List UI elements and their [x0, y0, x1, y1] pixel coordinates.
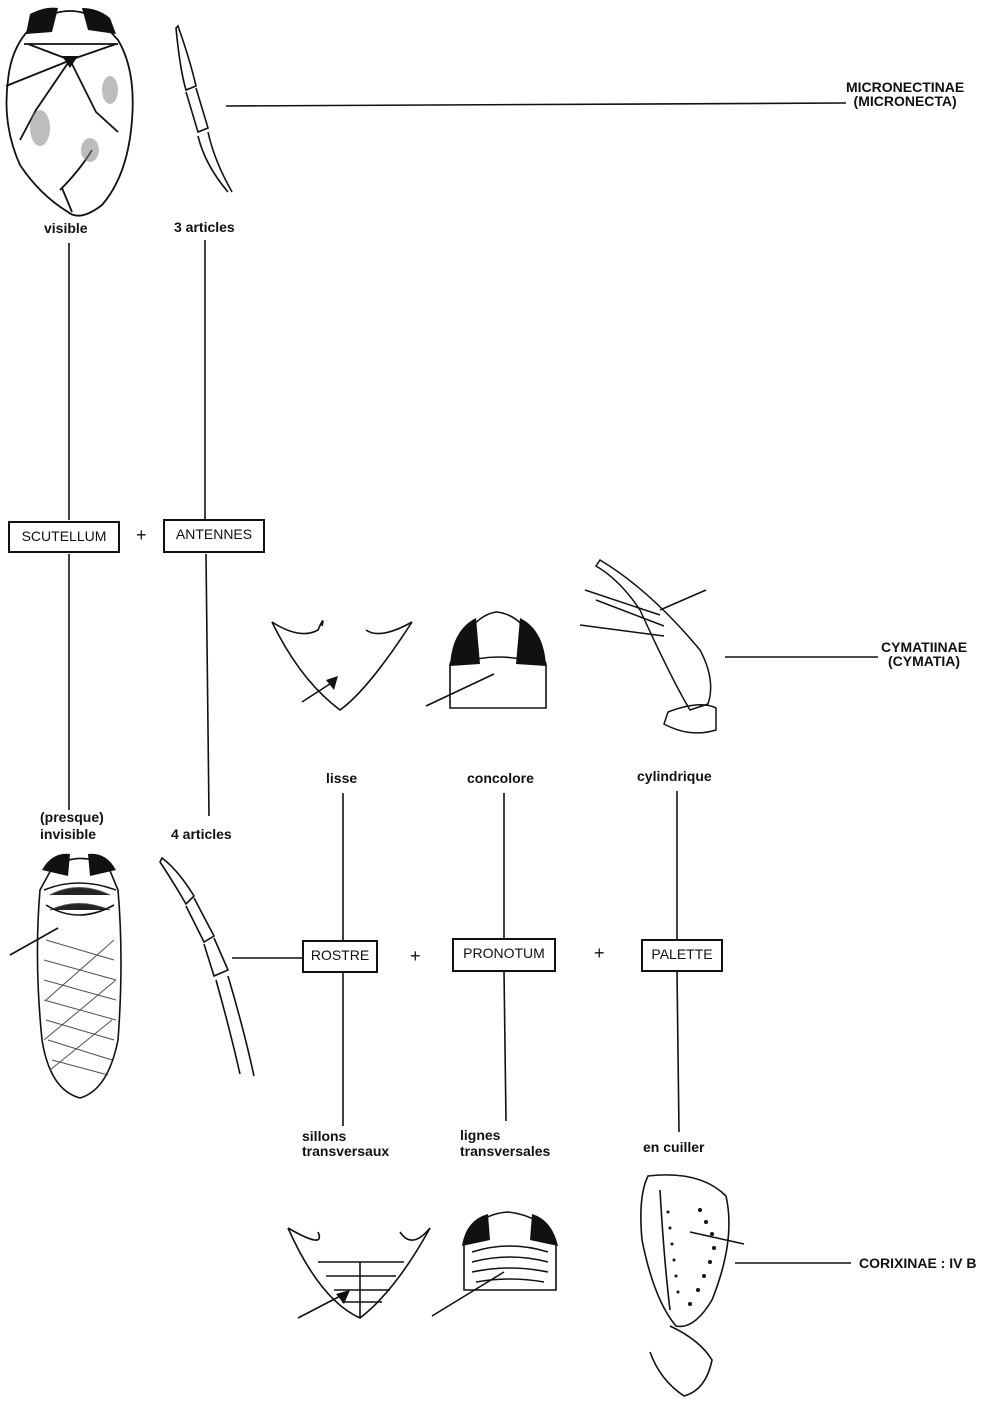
label-invisible: invisible — [40, 826, 96, 842]
antenna-3-articles-drawing — [176, 26, 232, 192]
connector-palette-to-encuiller — [677, 971, 679, 1132]
rostre-sillons-drawing — [288, 1228, 430, 1318]
result-corixinae: CORIXINAE : IV B — [859, 1256, 976, 1270]
result-micronectinae-genus: (MICRONECTA) — [846, 94, 964, 108]
label-cylindrique: cylindrique — [637, 768, 712, 784]
label-transversales: transversales — [460, 1143, 550, 1159]
box-rostre: ROSTRE — [302, 940, 378, 973]
plus-sign-3: + — [594, 944, 605, 962]
label-3-articles: 3 articles — [174, 219, 235, 235]
palette-cuiller-drawing — [641, 1175, 744, 1396]
label-en-cuiller: en cuiller — [643, 1139, 704, 1155]
plus-sign: + — [136, 526, 147, 544]
label-visible: visible — [44, 220, 88, 236]
box-palette: PALETTE — [641, 939, 723, 972]
antenna-4-articles-drawing — [160, 858, 254, 1076]
label-presque: (presque) — [40, 809, 104, 825]
label-sillons: sillons — [302, 1128, 346, 1144]
box-antennes: ANTENNES — [163, 519, 265, 553]
connector-antennes-to-4articles — [206, 554, 209, 816]
result-cymatiinae-genus: (CYMATIA) — [881, 654, 967, 668]
label-lignes: lignes — [460, 1127, 500, 1143]
micronecta-body-drawing — [6, 11, 133, 216]
result-micronectinae: MICRONECTINAE (MICRONECTA) — [846, 80, 964, 108]
box-pronotum: PRONOTUM — [452, 938, 556, 972]
plus-sign-2: + — [410, 947, 421, 965]
result-cymatiinae: CYMATIINAE (CYMATIA) — [881, 640, 967, 668]
box-scutellum: SCUTELLUM — [8, 521, 120, 553]
rostre-lisse-drawing — [272, 621, 412, 710]
label-concolore: concolore — [467, 770, 534, 786]
connector-pronotum-to-lignes — [504, 971, 506, 1121]
label-4-articles: 4 articles — [171, 826, 232, 842]
connector-antenna3-to-micronectinae — [226, 103, 846, 106]
label-transversaux: transversaux — [302, 1143, 389, 1159]
cymatia-leg-drawing — [580, 560, 716, 733]
label-lisse: lisse — [326, 770, 357, 786]
result-cymatiinae-name: CYMATIINAE — [881, 640, 967, 654]
result-micronectinae-name: MICRONECTINAE — [846, 80, 964, 94]
